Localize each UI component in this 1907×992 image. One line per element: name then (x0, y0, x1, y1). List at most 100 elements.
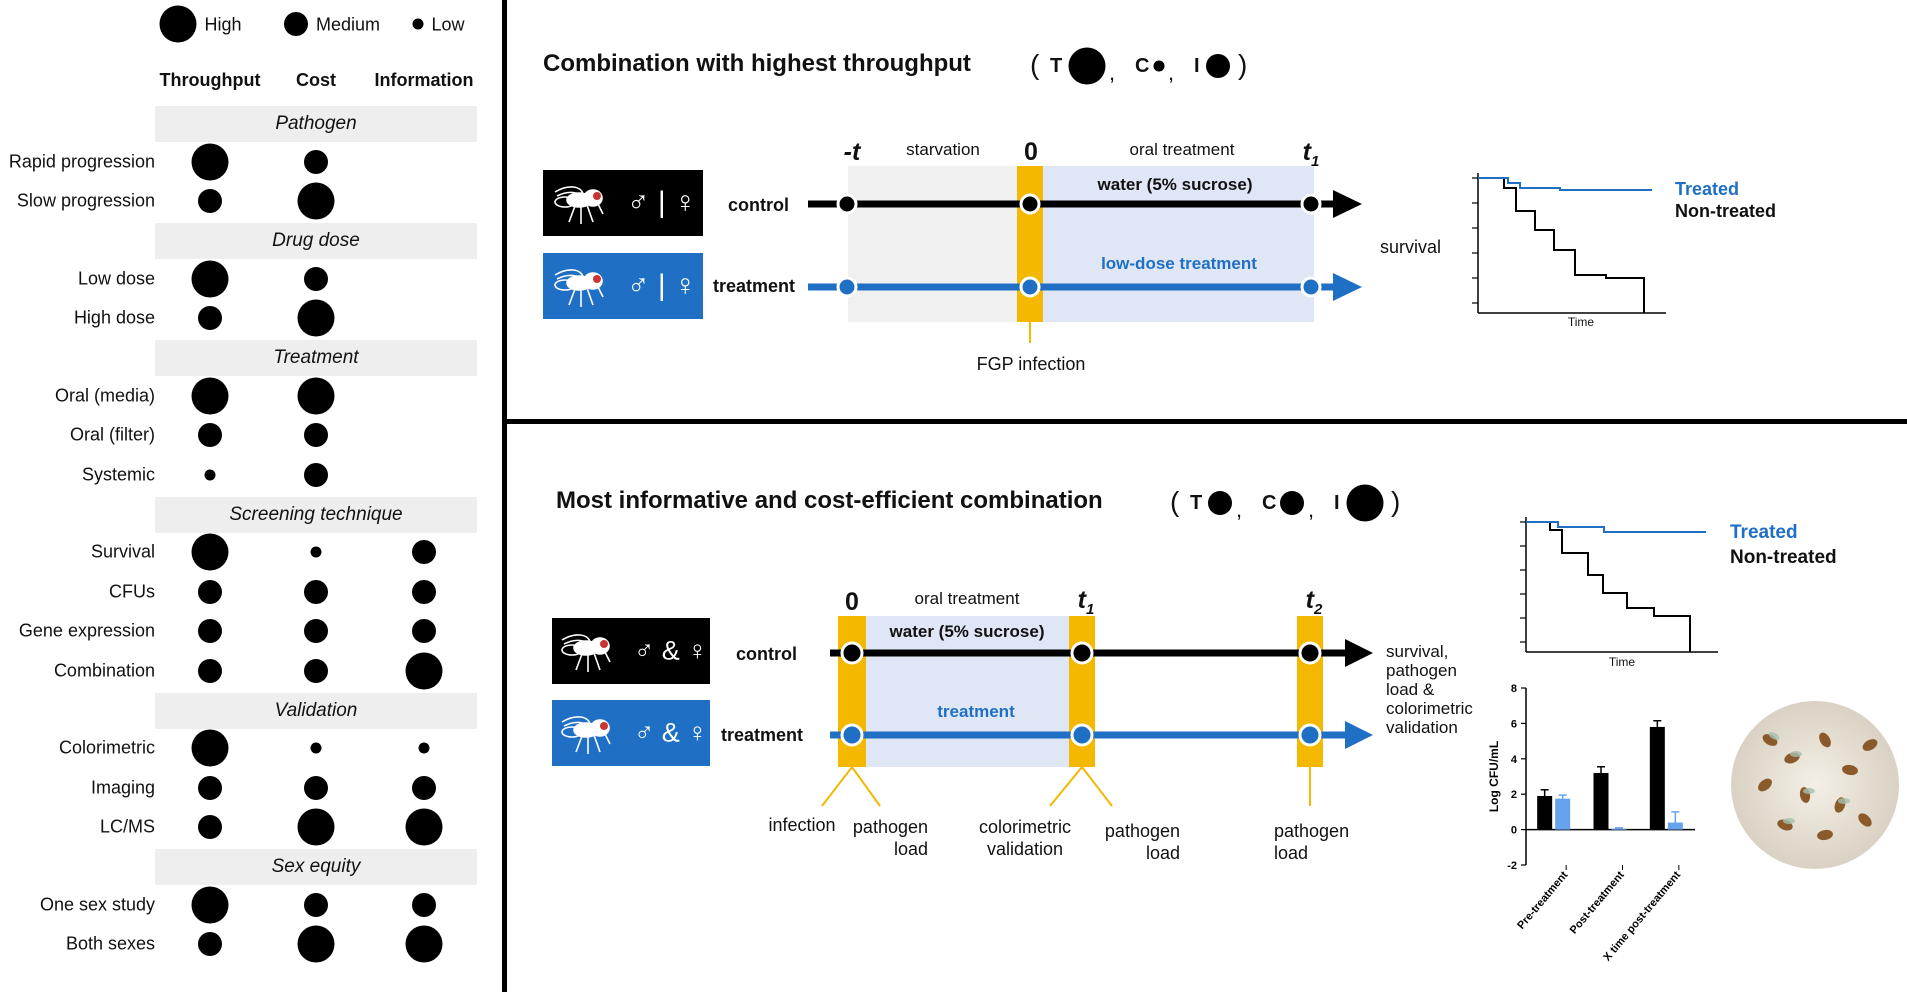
starvation-region (848, 166, 1018, 322)
row-label: Combination (53, 660, 155, 681)
section-title: Validation (274, 699, 358, 721)
rating-dot-high (405, 925, 443, 963)
section-title: Sex equity (271, 856, 361, 877)
section-title: Pathogen (275, 113, 357, 134)
rating-letter-i: I (1334, 492, 1340, 514)
rating-paren-open: ( (1170, 486, 1180, 517)
cfu-bar (1611, 828, 1627, 830)
rating-dot-high (297, 377, 335, 415)
rating-dot-medium (304, 892, 328, 917)
treatment-arrow-bottom (1345, 721, 1373, 749)
x-tick-label: Pre-treatment (1515, 869, 1570, 932)
row-label: LC/MS (99, 816, 155, 837)
rating-dot-medium (412, 540, 436, 565)
rating-comma: , (1168, 60, 1175, 85)
rating-dot-t (1208, 491, 1232, 515)
rating-comma: , (1109, 60, 1116, 85)
callout-infection (821, 765, 881, 807)
rating-dot-medium (198, 619, 222, 644)
row-label: Low dose (77, 268, 155, 289)
legend-nontreated-bottom: Non-treated (1730, 547, 1837, 568)
starvation-label: starvation (906, 140, 980, 159)
y-axis-label: Log CFU/mL (1487, 741, 1501, 812)
x-tick-label: Post-treatment (1568, 869, 1627, 936)
rating-dot-medium (304, 579, 328, 604)
rating-dot-high (191, 377, 229, 415)
treated-curve-top (1478, 177, 1652, 191)
legend-dot-low (412, 18, 424, 30)
section-band: Screening technique (155, 496, 477, 533)
rating-dot-medium (304, 149, 328, 174)
time-t2-bottom: t2 (1305, 586, 1323, 618)
treatment-node-t1 (1300, 276, 1322, 298)
rating-dot-medium (198, 423, 222, 448)
rating-dot-medium (198, 815, 222, 840)
legend-dot-high (159, 5, 197, 43)
rating-dot-high (297, 299, 335, 337)
horizontal-divider (505, 419, 1907, 424)
callout-t1 (1049, 765, 1113, 807)
rating-dot-medium (412, 579, 436, 604)
control-node-t1 (1070, 641, 1094, 665)
rating-dot-medium (304, 658, 328, 683)
section-band: Treatment (155, 340, 477, 376)
nontreated-curve-top (1478, 177, 1645, 313)
rating-dot-medium (304, 266, 328, 291)
nontreated-curve-bottom (1526, 521, 1691, 652)
water-label-bottom: water (5% sucrose) (889, 622, 1045, 641)
row-label: High dose (73, 307, 155, 328)
water-label-top: water (5% sucrose) (1097, 175, 1253, 194)
row-label: CFUs (109, 581, 155, 602)
rating-dot-i (1206, 54, 1230, 78)
section-title: Screening technique (229, 503, 403, 525)
cfu-bar (1537, 795, 1553, 830)
row-label: Oral (media) (54, 385, 155, 406)
treatment-bar-label: treatment (937, 702, 1015, 721)
rating-dot-medium (198, 189, 222, 214)
row-label: Imaging (90, 777, 155, 798)
control-node-t2 (1298, 641, 1322, 665)
rating-paren-close: ) (1238, 49, 1248, 80)
cfu-bar (1593, 772, 1609, 830)
rating-dot-medium (198, 775, 222, 800)
cfu-bar (1649, 726, 1665, 830)
time-zero-top: 0 (1024, 138, 1038, 166)
y-tick-label: 4 (1511, 754, 1518, 766)
section-title: Drug dose (272, 230, 360, 251)
y-tick-label: 0 (1511, 825, 1517, 837)
treatment-arrow (1333, 273, 1362, 301)
control-label-top: control (728, 195, 789, 215)
treatment-node-t2 (1298, 723, 1322, 747)
column-header-information: Information (374, 70, 474, 90)
fly-box-treatment-bottom: ♂ & ♀ (552, 700, 710, 766)
rating-dot-t (1068, 47, 1105, 85)
rating-comma: , (1308, 497, 1315, 522)
treatment-node-zero (1019, 276, 1041, 298)
rating-dot-medium (198, 658, 222, 683)
oral-treatment-region-bottom (863, 616, 1071, 767)
rating-paren-close: ) (1391, 486, 1401, 517)
low-dose-label: low-dose treatment (1101, 254, 1257, 273)
rating-letter-c: C (1262, 492, 1277, 514)
cfu-bar (1667, 822, 1683, 830)
y-tick-label: 8 (1511, 683, 1517, 695)
rating-dot-medium (304, 619, 328, 644)
column-header-cost: Cost (296, 70, 336, 90)
treatment-node-t1 (1070, 723, 1094, 747)
rating-dot-high (297, 925, 335, 963)
rating-letter-i: I (1194, 55, 1200, 77)
rating-dot-high (297, 808, 335, 846)
rating-dot-low (310, 546, 322, 558)
rating-dot-high (191, 143, 229, 181)
rating-dot-medium (198, 579, 222, 604)
rating-dot-low (310, 742, 322, 754)
oral-treatment-region (1040, 166, 1314, 322)
rating-dot-high (191, 260, 229, 298)
time-t1-bottom: t1 (1077, 586, 1095, 618)
oral-treatment-label-top: oral treatment (1129, 140, 1235, 159)
section-band: Drug dose (155, 223, 477, 259)
